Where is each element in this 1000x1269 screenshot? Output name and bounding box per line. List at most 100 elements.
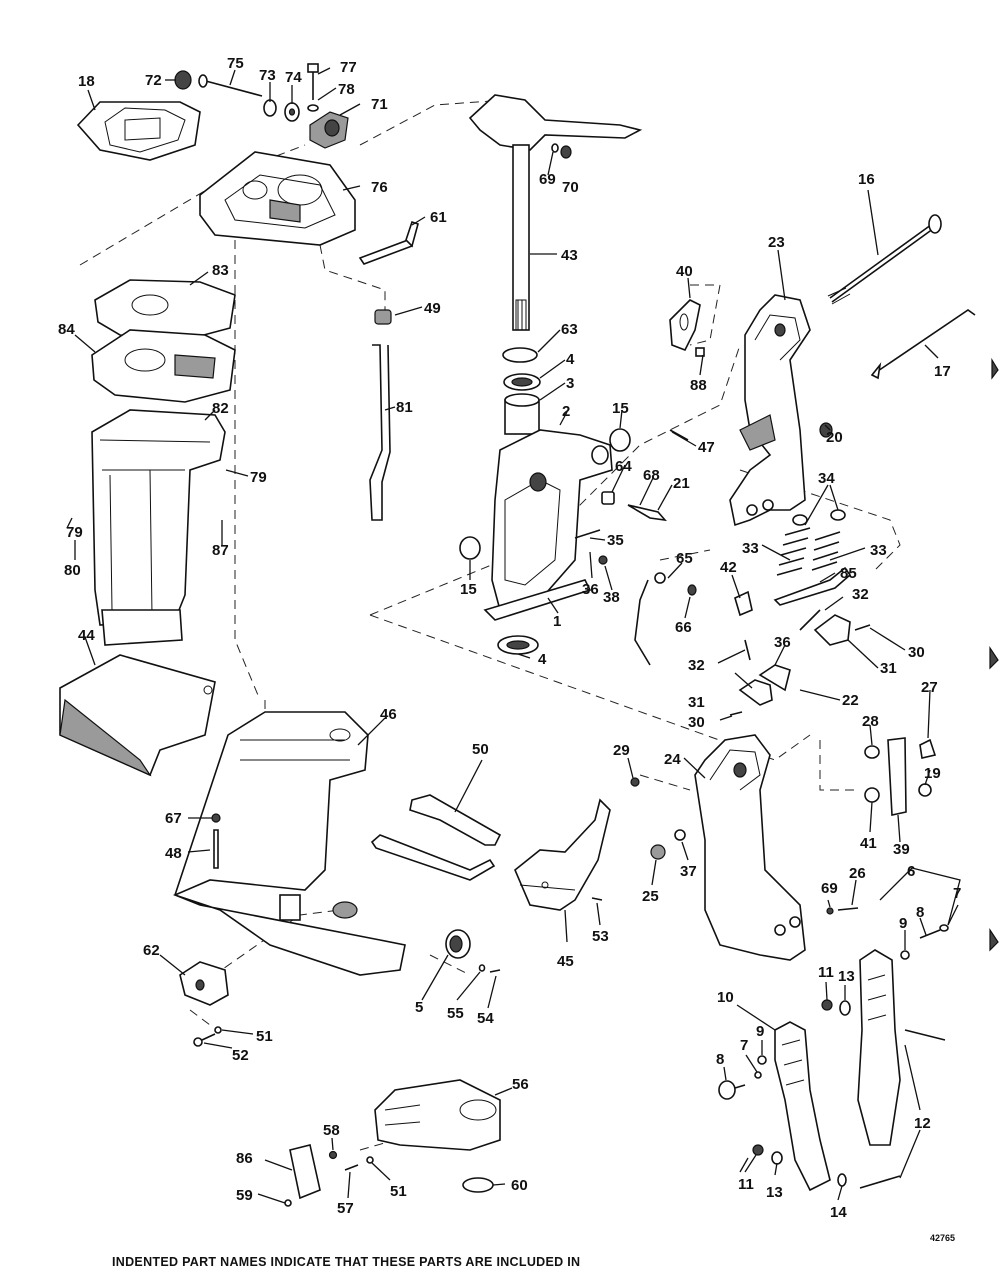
callout-40: 40 bbox=[676, 263, 693, 280]
callout-16: 16 bbox=[858, 171, 875, 188]
callout-13-bottom: 13 bbox=[766, 1184, 783, 1201]
callout-42: 42 bbox=[720, 559, 737, 576]
callout-36-mid: 36 bbox=[582, 581, 599, 598]
callout-3: 3 bbox=[566, 375, 574, 392]
callout-17: 17 bbox=[934, 363, 951, 380]
callout-2: 2 bbox=[562, 403, 570, 420]
part-69-70-nut-washer bbox=[551, 143, 572, 159]
callout-44: 44 bbox=[78, 627, 95, 644]
part-45-cover bbox=[514, 798, 611, 911]
callout-34: 34 bbox=[818, 470, 835, 487]
callout-4-bottom: 4 bbox=[538, 651, 547, 668]
callout-25: 25 bbox=[642, 888, 659, 905]
callout-82: 82 bbox=[212, 400, 229, 417]
part-46-exhaust-housing bbox=[172, 711, 406, 976]
callout-45: 45 bbox=[557, 953, 574, 970]
callout-35: 35 bbox=[607, 532, 624, 549]
callout-75: 75 bbox=[227, 55, 244, 72]
callout-79-left: 79 bbox=[66, 524, 83, 541]
callout-22: 22 bbox=[842, 692, 859, 709]
leader-lines bbox=[66, 67, 961, 1204]
callout-67: 67 bbox=[165, 810, 182, 827]
callout-19: 19 bbox=[924, 765, 941, 782]
part-26-69-screw bbox=[826, 907, 859, 915]
callout-15-left: 15 bbox=[460, 581, 477, 598]
callout-32-right: 32 bbox=[852, 586, 869, 603]
callout-38: 38 bbox=[603, 589, 620, 606]
part-35-36-38-pins bbox=[574, 529, 608, 565]
callout-64: 64 bbox=[615, 458, 632, 475]
part-18-gasket bbox=[76, 101, 201, 161]
callout-13-top: 13 bbox=[838, 968, 855, 985]
callout-4-top: 4 bbox=[566, 351, 575, 368]
callout-43: 43 bbox=[561, 247, 578, 264]
callout-83: 83 bbox=[212, 262, 229, 279]
callout-50: 50 bbox=[472, 741, 489, 758]
callout-7-bottom: 7 bbox=[740, 1037, 748, 1054]
callout-52: 52 bbox=[232, 1047, 249, 1064]
part-56-gearcase-cover bbox=[374, 1079, 501, 1151]
part-5-55-54-water-intake bbox=[445, 929, 501, 973]
part-63-4-3-bearing-seal bbox=[502, 347, 541, 435]
callout-9-top: 9 bbox=[899, 915, 907, 932]
part-83-84-plates bbox=[91, 279, 236, 403]
callout-10: 10 bbox=[717, 989, 734, 1006]
part-40-88-latch bbox=[669, 299, 705, 357]
callout-30-left: 30 bbox=[688, 714, 705, 731]
callout-57: 57 bbox=[337, 1200, 354, 1217]
callout-73: 73 bbox=[259, 67, 276, 84]
callout-37: 37 bbox=[680, 863, 697, 880]
callout-47: 47 bbox=[698, 439, 715, 456]
callout-7-top: 7 bbox=[953, 885, 961, 902]
part-71-mount bbox=[309, 111, 349, 149]
callout-11-top: 11 bbox=[818, 964, 834, 981]
part-51-52-screw bbox=[193, 1026, 222, 1047]
callout-78: 78 bbox=[338, 81, 355, 98]
part-82-exhaust-housing bbox=[91, 409, 226, 646]
callout-15-right: 15 bbox=[612, 400, 629, 417]
part-44-shield bbox=[59, 654, 216, 777]
part-65-66-42-cable bbox=[634, 572, 753, 666]
callout-54: 54 bbox=[477, 1010, 494, 1027]
callout-41: 41 bbox=[860, 835, 877, 852]
callout-29: 29 bbox=[613, 742, 630, 759]
callout-53: 53 bbox=[592, 928, 609, 945]
callout-69-top: 69 bbox=[539, 171, 556, 188]
part-27-28-39-19-41-tilt-lock bbox=[864, 737, 937, 816]
part-10-bracket-assembly bbox=[718, 1021, 831, 1192]
part-11-13-nut-washer bbox=[821, 999, 851, 1016]
callout-11-bottom: 11 bbox=[738, 1176, 754, 1193]
callout-85: 85 bbox=[840, 565, 857, 582]
callout-79-right: 79 bbox=[250, 469, 267, 486]
callout-61: 61 bbox=[430, 209, 447, 226]
callout-18: 18 bbox=[78, 73, 95, 90]
callout-labels: 72 75 73 74 77 78 71 18 76 61 69 70 43 1… bbox=[58, 55, 961, 1221]
callout-68: 68 bbox=[643, 467, 660, 484]
part-6-bracket-assembly bbox=[857, 924, 949, 1146]
callout-72: 72 bbox=[145, 72, 162, 89]
callout-21: 21 bbox=[673, 475, 690, 492]
callout-30-right: 30 bbox=[908, 644, 925, 661]
part-43-steering-shaft bbox=[468, 94, 643, 331]
part-86-58-57-51-60-59-hardware bbox=[284, 1144, 494, 1207]
callout-48: 48 bbox=[165, 845, 182, 862]
callout-36-low: 36 bbox=[774, 634, 791, 651]
callout-27: 27 bbox=[921, 679, 938, 696]
callout-63: 63 bbox=[561, 321, 578, 338]
callout-24: 24 bbox=[664, 751, 681, 768]
part-23-stern-bracket bbox=[729, 294, 811, 527]
callout-88: 88 bbox=[690, 377, 707, 394]
callout-28: 28 bbox=[862, 713, 879, 730]
callout-65: 65 bbox=[676, 550, 693, 567]
part-85-lever bbox=[773, 566, 852, 606]
callout-39: 39 bbox=[893, 841, 910, 858]
part-50-seal-strip bbox=[370, 794, 502, 881]
callout-51-upper: 51 bbox=[256, 1028, 273, 1045]
callout-66: 66 bbox=[675, 619, 692, 636]
callout-14: 14 bbox=[830, 1204, 847, 1221]
page-edge-marks bbox=[989, 357, 999, 952]
callout-9-bottom: 9 bbox=[756, 1023, 764, 1040]
callout-51-lower: 51 bbox=[390, 1183, 407, 1200]
callout-23: 23 bbox=[768, 234, 785, 251]
callout-49: 49 bbox=[424, 300, 441, 317]
